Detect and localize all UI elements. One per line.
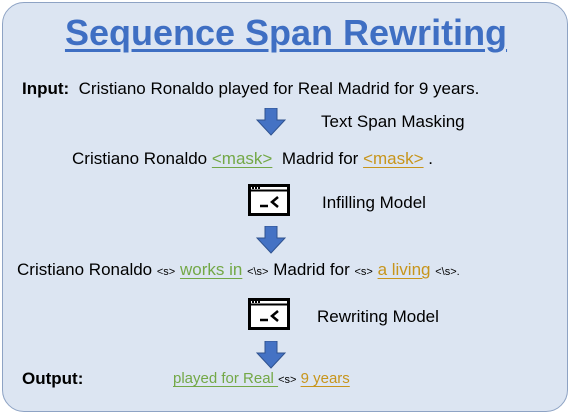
terminal-window-icon	[248, 184, 290, 216]
input-sentence: Cristiano Ronaldo played for Real Madrid…	[78, 79, 480, 98]
output-separator-token: <s>	[278, 374, 297, 386]
infilled-span-1: works in	[179, 260, 243, 279]
input-label: Input:	[22, 79, 70, 98]
mask-token-2: <mask>	[363, 149, 424, 168]
title-text: Sequence Span Rewriting	[64, 12, 508, 53]
start-token-1: <s>	[156, 266, 176, 278]
terminal-window-icon	[248, 298, 290, 330]
text-span-masking-label: Text Span Masking	[321, 112, 465, 131]
infilled-prefix: Cristiano Ronaldo	[17, 260, 153, 279]
start-token-2: <s>	[354, 266, 373, 278]
rewriting-model-label: Rewriting Model	[317, 307, 439, 326]
down-arrow-icon	[256, 226, 286, 254]
output-row-label: Output:	[22, 368, 83, 390]
masked-suffix: .	[428, 149, 434, 168]
infilling-model-label: Infilling Model	[322, 193, 426, 212]
down-arrow-icon	[256, 108, 286, 136]
output-span-1: played for Real	[173, 370, 279, 387]
diagram-title: Sequence Span Rewriting	[0, 11, 572, 55]
infilled-middle: Madrid for	[273, 260, 350, 279]
end-token-1: <\s>	[247, 266, 269, 278]
masked-prefix: Cristiano Ronaldo	[72, 149, 208, 168]
output-sequence: played for Real <s> 9 years	[173, 368, 350, 391]
masked-middle: Madrid for	[281, 149, 359, 168]
end-token-2: <\s>.	[435, 266, 460, 278]
output-span-2: 9 years	[300, 370, 350, 387]
input-row: Input: Cristiano Ronaldo played for Real…	[22, 78, 479, 100]
infilled-span-2: a living	[377, 260, 431, 279]
infilled-sentence: Cristiano Ronaldo <s> works in <\s> Madr…	[17, 259, 460, 283]
masked-sentence: Cristiano Ronaldo <mask> Madrid for <mas…	[72, 148, 433, 170]
mask-token-1: <mask>	[211, 149, 273, 168]
down-arrow-icon	[256, 341, 286, 369]
output-label: Output:	[22, 369, 84, 388]
